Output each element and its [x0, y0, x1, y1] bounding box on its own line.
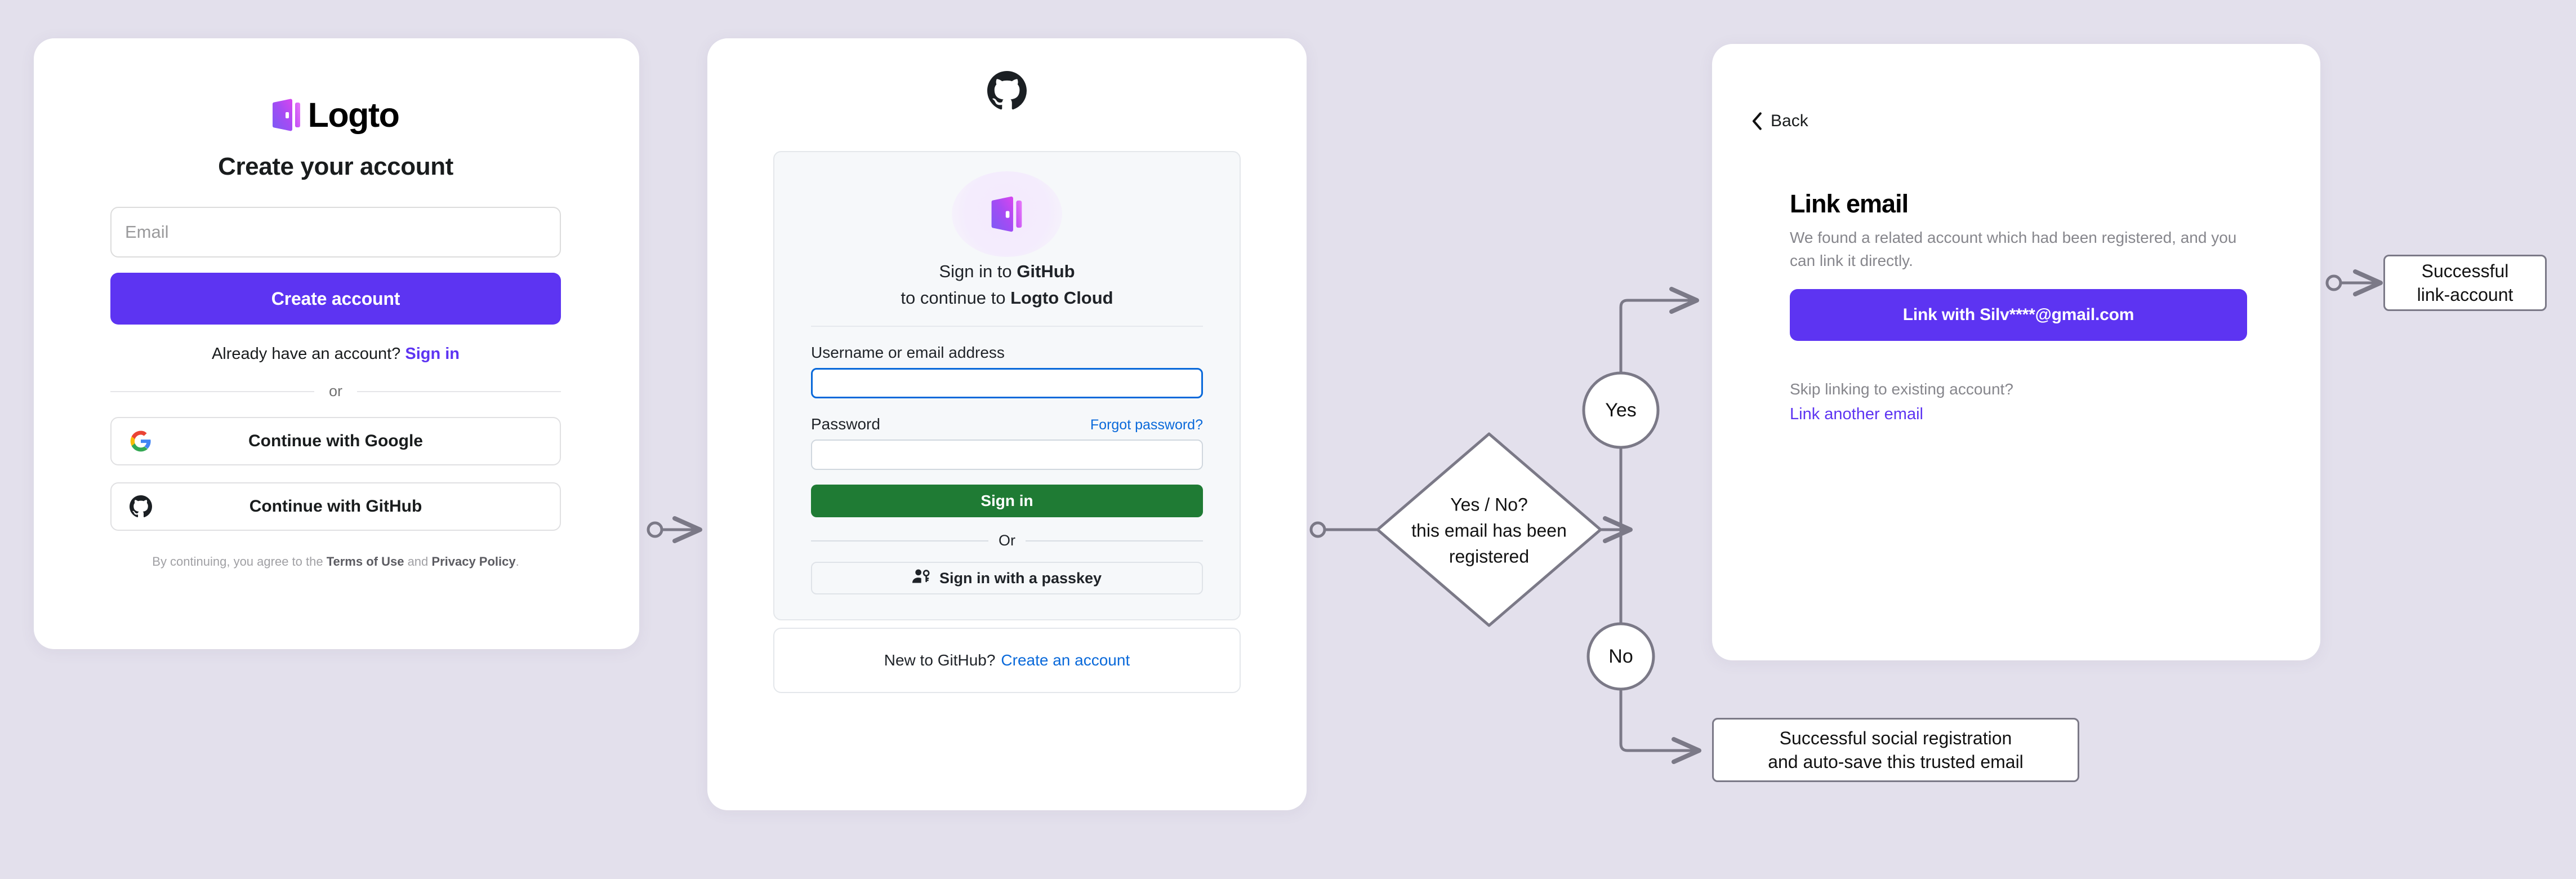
skip-linking-text: Skip linking to existing account? — [1790, 380, 2013, 398]
passkey-signin-button[interactable]: Sign in with a passkey — [811, 562, 1203, 595]
already-have-account: Already have an account? Sign in — [110, 345, 561, 363]
outcome-social-registration-box: Successful social registration and auto-… — [1712, 718, 2079, 782]
sign-in-link[interactable]: Sign in — [405, 345, 460, 363]
outcome-social-line1: Successful social registration — [1779, 727, 2012, 748]
signup-divider: or — [110, 383, 561, 400]
privacy-policy-link[interactable]: Privacy Policy — [431, 554, 516, 569]
legal-text: By continuing, you agree to the Terms of… — [110, 554, 561, 569]
back-label: Back — [1771, 112, 1808, 130]
continue-with-google-label: Continue with Google — [248, 432, 423, 450]
chevron-left-icon — [1752, 112, 1762, 130]
email-field[interactable]: Email — [110, 207, 561, 258]
google-icon — [128, 429, 153, 454]
continue-with-github-button[interactable]: Continue with GitHub — [110, 482, 561, 531]
github-form-box: Sign in to GitHub to continue to Logto C… — [773, 151, 1241, 621]
decision-line-2: this email has been — [1411, 520, 1567, 540]
create-an-account-link[interactable]: Create an account — [1001, 651, 1130, 669]
signup-title: Create your account — [218, 153, 453, 180]
password-input[interactable] — [811, 440, 1203, 470]
heading-line2-bold: Logto Cloud — [1010, 288, 1113, 308]
github-icon — [128, 494, 153, 519]
divider-line-right — [357, 390, 561, 392]
legal-and: and — [404, 554, 432, 569]
decision-line-1: Yes / No? — [1450, 494, 1528, 514]
github-mark-icon — [987, 71, 1027, 113]
github-signin-button[interactable]: Sign in — [811, 485, 1203, 518]
password-label: Password — [811, 415, 880, 433]
outcome-social-line2: and auto-save this trusted email — [1768, 752, 2024, 772]
back-button[interactable]: Back — [1750, 112, 1808, 131]
github-rule — [811, 326, 1203, 327]
divider-label: Or — [999, 532, 1015, 549]
github-divider: Or — [811, 532, 1203, 549]
branch-yes-circle — [1582, 371, 1660, 449]
divider-line-left — [110, 390, 314, 392]
new-to-github-box: New to GitHub? Create an account — [773, 628, 1241, 693]
heading-line1-prefix: Sign in to — [939, 261, 1017, 281]
outcome-link-account-box: Successful link-account — [2383, 255, 2547, 311]
app-logo-badge — [952, 171, 1062, 257]
divider-line-right — [1026, 540, 1203, 541]
legal-prefix: By continuing, you agree to the — [152, 554, 327, 569]
already-prefix: Already have an account? — [211, 345, 405, 363]
continue-with-github-label: Continue with GitHub — [249, 497, 422, 516]
link-with-email-button[interactable]: Link with Silv****@gmail.com — [1790, 289, 2247, 341]
email-placeholder: Email — [125, 222, 169, 242]
logto-logo: Logto — [110, 92, 561, 138]
forgot-password-link[interactable]: Forgot password? — [1090, 417, 1203, 433]
divider-label: or — [329, 383, 343, 399]
heading-line1-bold: GitHub — [1017, 261, 1075, 281]
username-label: Username or email address — [811, 344, 1005, 362]
continue-with-google-button[interactable]: Continue with Google — [110, 417, 561, 465]
legal-suffix: . — [515, 554, 519, 569]
signup-card: Logto Create your account Email Create a… — [34, 38, 639, 649]
logto-door-icon — [991, 196, 1022, 232]
decision-diamond — [1376, 432, 1602, 627]
link-another-email-link[interactable]: Link another email — [1790, 405, 1923, 424]
create-account-button[interactable]: Create account — [110, 273, 561, 325]
outcome-link-line1: Successful — [2421, 260, 2509, 281]
link-email-card: Back Link email We found a related accou… — [1712, 44, 2320, 660]
passkey-person-key-icon — [912, 569, 930, 588]
new-to-github-label: New to GitHub? — [884, 651, 996, 669]
outcome-link-line2: link-account — [2417, 285, 2513, 305]
link-email-title: Link email — [1790, 189, 1909, 218]
passkey-signin-label: Sign in with a passkey — [939, 569, 1102, 587]
branch-yes-label: Yes — [1605, 399, 1636, 421]
branch-no-circle — [1586, 622, 1655, 691]
heading-line2-prefix: to continue to — [901, 288, 1011, 308]
logto-door-icon — [272, 99, 300, 131]
divider-line-left — [811, 540, 988, 541]
link-email-description: We found a related account which had bee… — [1790, 229, 2237, 269]
github-signin-card: Sign in to GitHub to continue to Logto C… — [707, 38, 1307, 810]
username-input[interactable] — [811, 368, 1203, 399]
github-heading: Sign in to GitHub to continue to Logto C… — [811, 258, 1203, 311]
decision-line-3: registered — [1449, 546, 1529, 566]
terms-of-use-link[interactable]: Terms of Use — [326, 554, 404, 569]
logto-wordmark: Logto — [307, 95, 400, 134]
branch-no-label: No — [1608, 646, 1633, 667]
